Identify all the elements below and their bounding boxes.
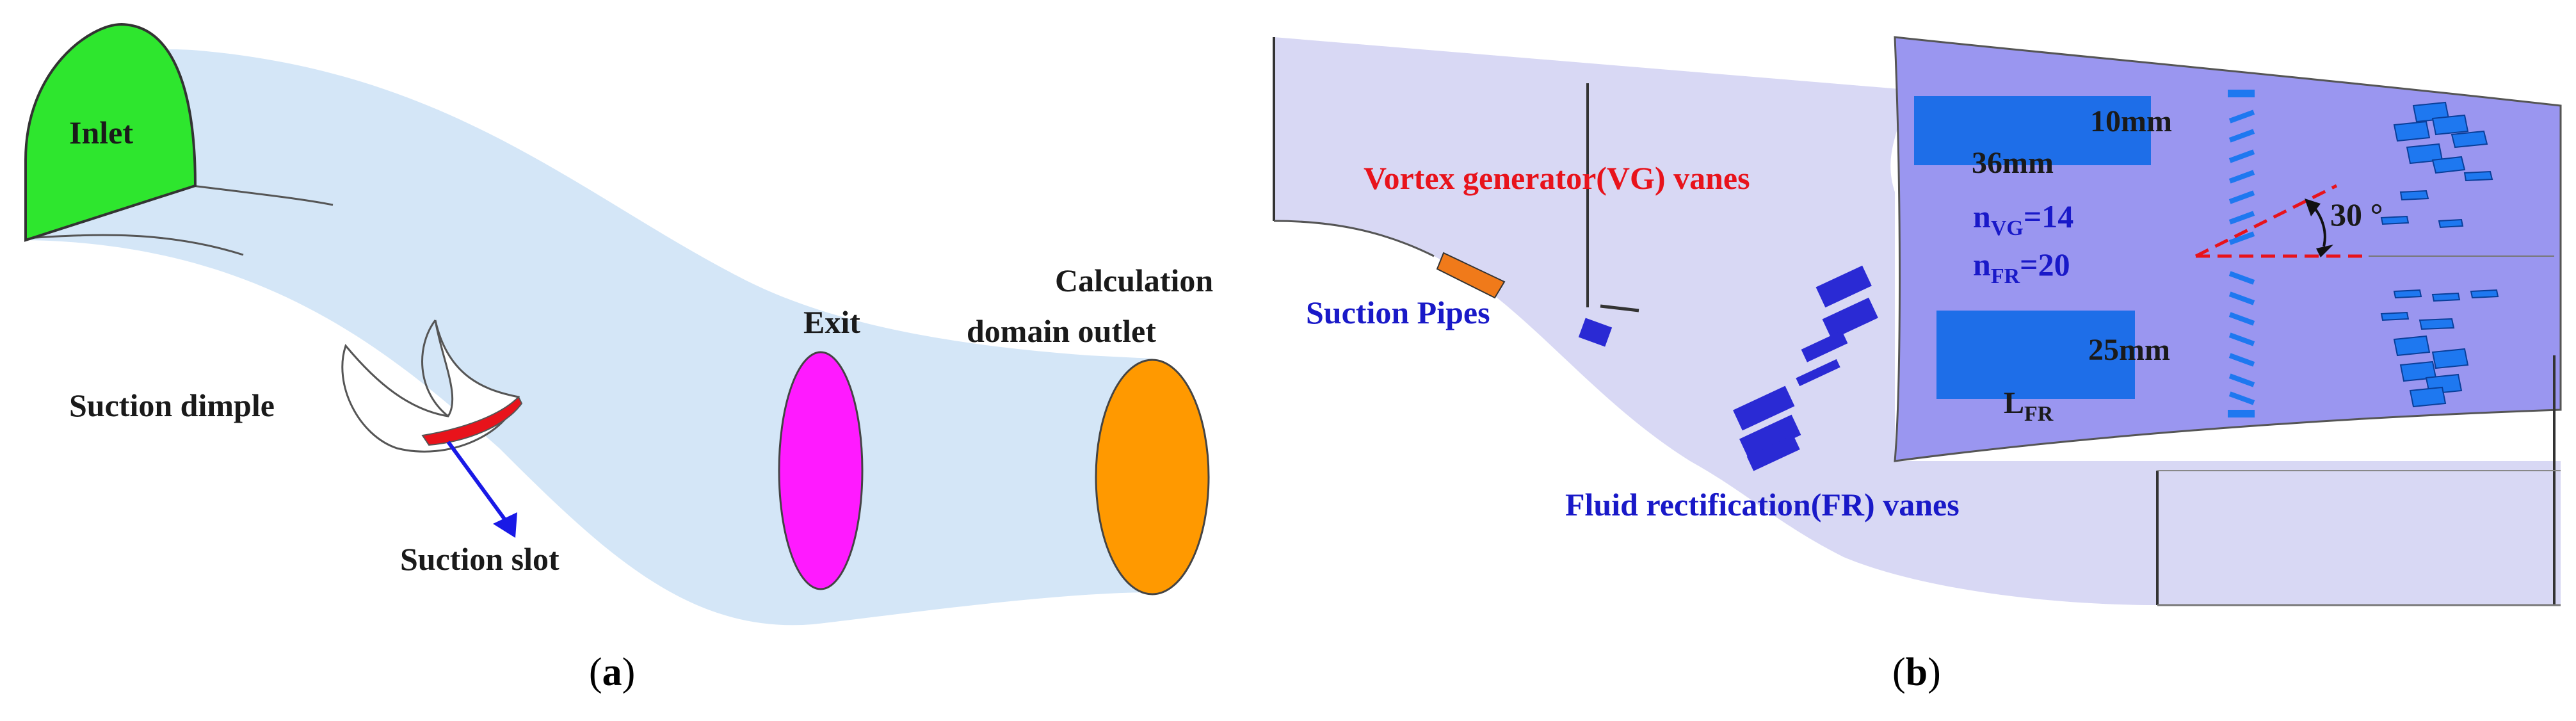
l-fr-label: LFR (2004, 386, 2054, 426)
angle-arrow-top (2305, 198, 2321, 216)
fr-vane (1733, 385, 1795, 431)
vg-vane-column (2228, 90, 2255, 417)
outlet-label-line1: Calculation (1055, 263, 1213, 298)
fr-vane-cluster (2380, 101, 2499, 408)
fr-vane (1746, 435, 1800, 471)
fr-vane (1801, 330, 1848, 362)
n-vg-label: nVG=14 (1973, 198, 2073, 240)
slot-arrow-head (493, 512, 517, 538)
dim-block-lower (1936, 311, 2135, 399)
duct-b-line (1273, 220, 1435, 257)
exit-face (778, 351, 864, 590)
suction-pipes-label: Suction Pipes (1306, 295, 1490, 330)
panel-b: 10mm 36mm 25mm nVG=14 nFR=20 LFR (1273, 36, 2562, 694)
suction-pipe (1436, 252, 1506, 299)
n-fr-label: nFR=20 (1973, 247, 2070, 288)
suction-dimple (341, 320, 520, 453)
fr-vane (1796, 359, 1840, 387)
inlet-label: Inlet (69, 115, 133, 150)
duct-b-body (1274, 37, 2561, 605)
caption-a: (a) (589, 651, 635, 694)
outlet-face (1095, 359, 1210, 595)
fr-vane (1815, 265, 1872, 308)
dim-25-label: 25mm (2088, 333, 2170, 367)
duct-edge-line (191, 184, 334, 206)
inlet-face (24, 22, 197, 242)
suction-slot (421, 396, 523, 446)
angle-label: 30 ° (2330, 197, 2383, 232)
slot-arrow-line (446, 441, 511, 526)
exit-label: Exit (803, 304, 860, 340)
vg-small-line (1600, 304, 1639, 312)
dim-10-label: 10mm (2090, 104, 2172, 138)
vg-vanes-label: Vortex generator(VG) vanes (1364, 160, 1750, 196)
outlet-label-line2: domain outlet (967, 313, 1156, 349)
angle-arrow-bottom (2316, 245, 2333, 257)
caption-b: (b) (1892, 651, 1941, 694)
dim-block-upper (1914, 96, 2151, 165)
suction-dimple-edge (421, 320, 449, 417)
fr-vane (1739, 414, 1801, 460)
panel-a: Inlet Suction dimple Suction slot Exit C… (24, 22, 1213, 694)
fr-vanes-label: Fluid rectification(FR) vanes (1565, 487, 1960, 523)
angle-incline-line (2194, 184, 2338, 258)
fr-vane (1822, 297, 1878, 340)
dim-36-label: 36mm (1972, 146, 2054, 180)
duct-edge-line (25, 234, 244, 256)
slot-label: Suction slot (400, 541, 559, 577)
dimple-label: Suction dimple (69, 387, 275, 423)
vg-small-vane (1578, 318, 1613, 347)
s-duct-body (26, 49, 1152, 626)
